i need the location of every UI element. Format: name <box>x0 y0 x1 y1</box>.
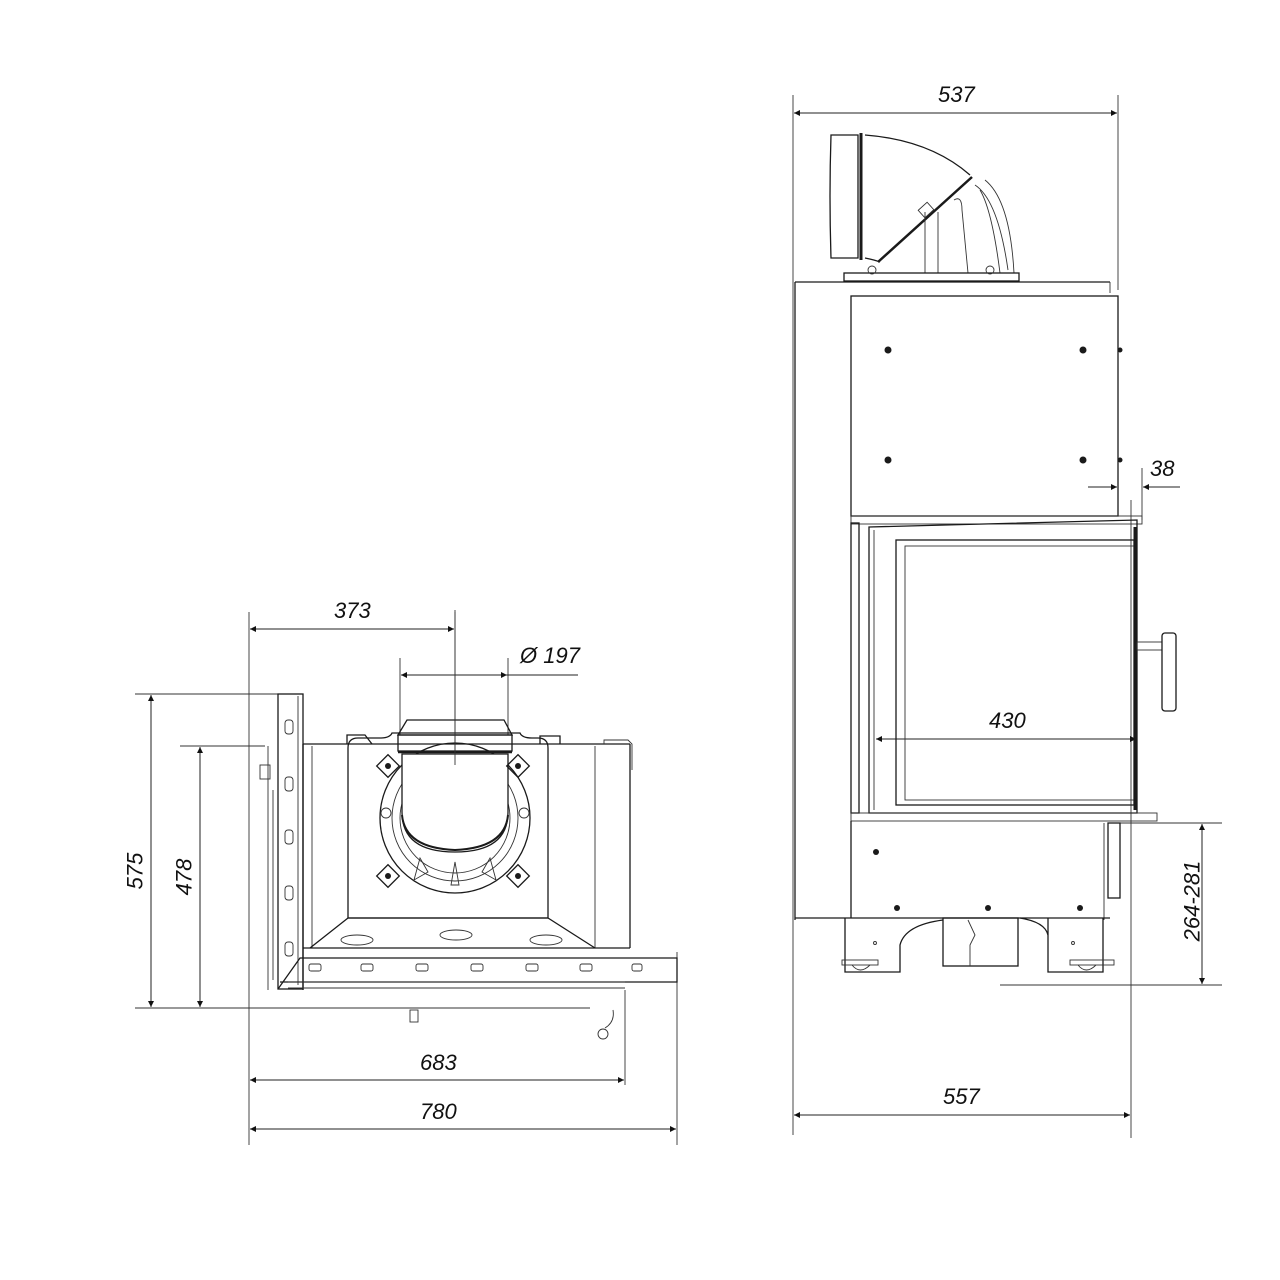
dim-flue-offset: 373 <box>334 598 371 623</box>
dim-bottom-width: 557 <box>943 1084 980 1109</box>
dim-body-width: 683 <box>420 1050 457 1075</box>
dim-leg-height: 264-281 <box>1179 860 1205 942</box>
dim-body-depth: 478 <box>171 858 197 896</box>
top-view <box>135 610 678 1145</box>
flange-bolts <box>375 753 531 889</box>
dim-total-width: 780 <box>420 1099 457 1124</box>
dim-door-offset: 38 <box>1150 456 1175 481</box>
dim-top-width: 537 <box>938 82 975 107</box>
dim-glass-width: 430 <box>989 708 1026 733</box>
front-view <box>792 95 1222 1138</box>
dim-total-depth: 575 <box>122 852 148 890</box>
dim-flue-diameter: Ø 197 <box>520 643 580 668</box>
